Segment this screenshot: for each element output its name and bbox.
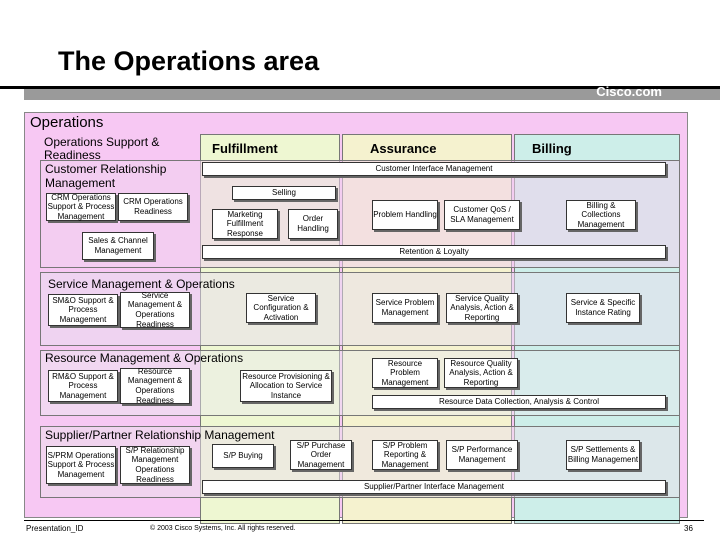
crm-ops-support-box: CRM Operations Support & Process Managem…: [46, 192, 116, 221]
retention-loyalty-bar: Retention & Loyalty: [202, 245, 666, 259]
page-title: The Operations area: [58, 46, 320, 76]
operations-label: Operations: [30, 114, 104, 131]
sm-label: Service Management & Operations: [48, 277, 235, 291]
sp-problem-reporting-box: S/P Problem Reporting & Management: [372, 440, 438, 470]
sprm-support-box: S/PRM Operations Support & Process Manag…: [46, 446, 116, 484]
rm-label: Resource Management & Operations: [45, 351, 244, 365]
service-rating-box: Service & Specific Instance Rating: [566, 293, 640, 323]
config-activation-box: Service Configuration & Activation: [246, 293, 316, 323]
customer-qos-box: Customer QoS / SLA Management: [444, 200, 520, 230]
billing-header: Billing: [532, 141, 572, 156]
page-number: 36: [684, 524, 693, 533]
crm-ops-readiness-box: CRM Operations Readiness: [118, 193, 188, 221]
sp-performance-box: S/P Performance Management: [446, 440, 518, 470]
presentation-id: Presentation_ID: [26, 524, 84, 533]
osr-header-bar: [40, 134, 198, 160]
resource-quality-box: Resource Quality Analysis, Action & Repo…: [444, 358, 518, 388]
order-handling-box: Order Handling: [288, 209, 338, 239]
sp-purchase-order-box: S/P Purchase Order Management: [290, 440, 352, 470]
selling-bar: Selling: [232, 186, 336, 200]
sales-channel-box: Sales & Channel Management: [82, 232, 154, 260]
fulfillment-header: Fulfillment: [212, 141, 278, 156]
sp-readiness-box: S/P Relationship Management Operations R…: [120, 446, 190, 484]
customer-interface-bar: Customer Interface Management: [202, 162, 666, 176]
osr-header: Operations Support & Readiness: [44, 135, 160, 162]
brand-band: [24, 89, 720, 100]
rmo-support-box: RM&O Support & Process Management: [48, 370, 118, 402]
resource-problem-box: Resource Problem Management: [372, 358, 438, 388]
title-rule: [0, 86, 720, 89]
cisco-logo-text: Cisco.com: [596, 84, 662, 99]
sp-buying-box: S/P Buying: [212, 444, 274, 468]
rmo-readiness-box: Resource Management & Operations Readine…: [120, 367, 190, 405]
marketing-fulfillment-box: Marketing Fulfillment Response: [212, 209, 278, 239]
provisioning-box: Resource Provisioning & Allocation to Se…: [240, 370, 332, 402]
footer-rule: [24, 520, 704, 521]
crm-label: Customer Relationship Management: [45, 162, 167, 190]
smo-readiness-box: Service Management & Operations Readines…: [120, 291, 190, 329]
assurance-header: Assurance: [370, 141, 437, 156]
sp-label: Supplier/Partner Relationship Management: [45, 428, 275, 442]
resource-data-collection-bar: Resource Data Collection, Analysis & Con…: [372, 395, 666, 409]
sp-interface-bar: Supplier/Partner Interface Management: [202, 480, 666, 494]
service-quality-box: Service Quality Analysis, Action & Repor…: [446, 293, 518, 323]
service-problem-box: Service Problem Management: [372, 293, 438, 323]
copyright: © 2003 Cisco Systems, Inc. All rights re…: [150, 525, 296, 532]
smo-support-box: SM&O Support & Process Management: [48, 294, 118, 326]
sp-settlements-box: S/P Settlements & Billing Management: [566, 440, 640, 470]
problem-handling-box: Problem Handling: [372, 200, 438, 230]
billing-collections-box: Billing & Collections Management: [566, 200, 636, 230]
